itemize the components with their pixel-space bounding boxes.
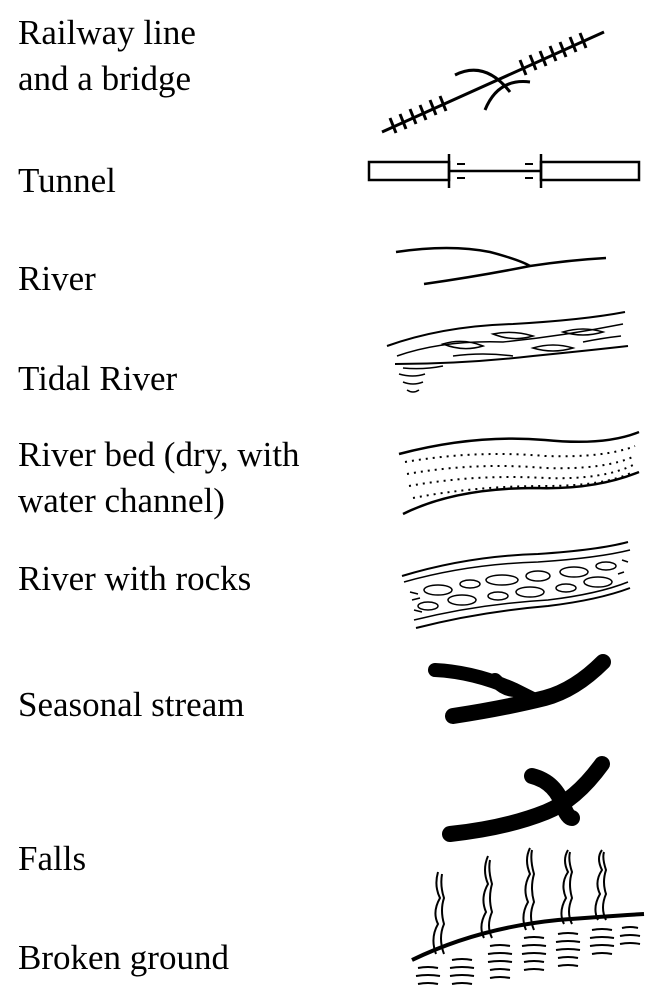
label-tidal-river: Tidal River [18,359,178,398]
broken-ground-icon [411,847,645,985]
river-icon [395,246,607,286]
dry-river-bed-icon [398,430,640,516]
label-river-bed: River bed (dry, with water channel) [18,432,300,524]
label-river-bed-line-2: water channel) [18,481,225,520]
label-railway: Railway line and a bridge [18,10,196,102]
label-broken-ground: Broken ground [18,938,229,977]
label-tunnel: Tunnel [18,161,116,200]
railway-bridge-icon [381,30,605,134]
seasonal-stream-icon [428,654,611,724]
falls-icon [442,756,610,842]
label-railway-line-1: Railway line [18,13,196,52]
label-falls: Falls [18,839,87,878]
label-river: River [18,259,96,298]
tunnel-icon [367,154,641,188]
label-seasonal-stream: Seasonal stream [18,685,245,724]
tidal-river-icon [386,311,629,393]
river-with-rocks-icon [401,541,631,629]
label-river-rocks: River with rocks [18,559,252,598]
label-river-bed-line-1: River bed (dry, with [18,435,300,474]
label-railway-line-2: and a bridge [18,59,191,98]
